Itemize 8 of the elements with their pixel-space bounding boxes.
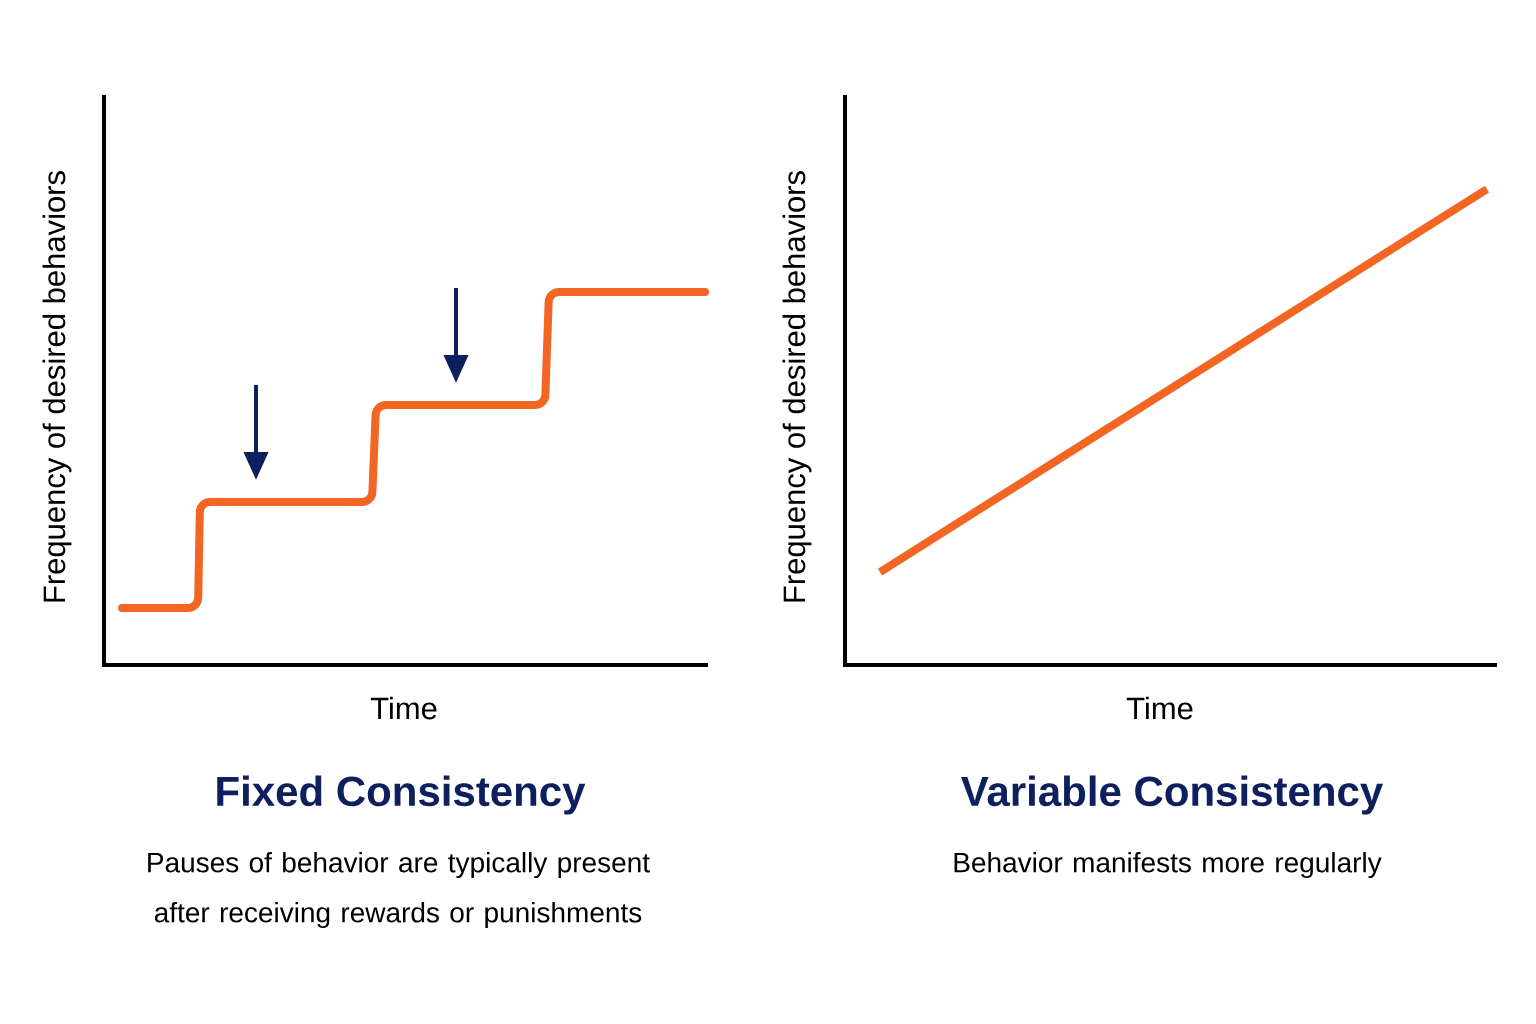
chart-title: Variable Consistency	[961, 775, 1383, 815]
description: Pauses of behavior are typically present after receiving rewards or punishments	[148, 851, 650, 929]
axis-label: Time	[370, 696, 437, 720]
axis-label: Frequency of desired behaviors	[782, 171, 812, 602]
axis-label: Time	[1126, 696, 1193, 720]
description: Behavior manifests more regularly	[954, 851, 1382, 879]
axis-label: Frequency of desired behaviors	[42, 171, 72, 602]
chart-title: Fixed Consistency	[217, 775, 586, 815]
